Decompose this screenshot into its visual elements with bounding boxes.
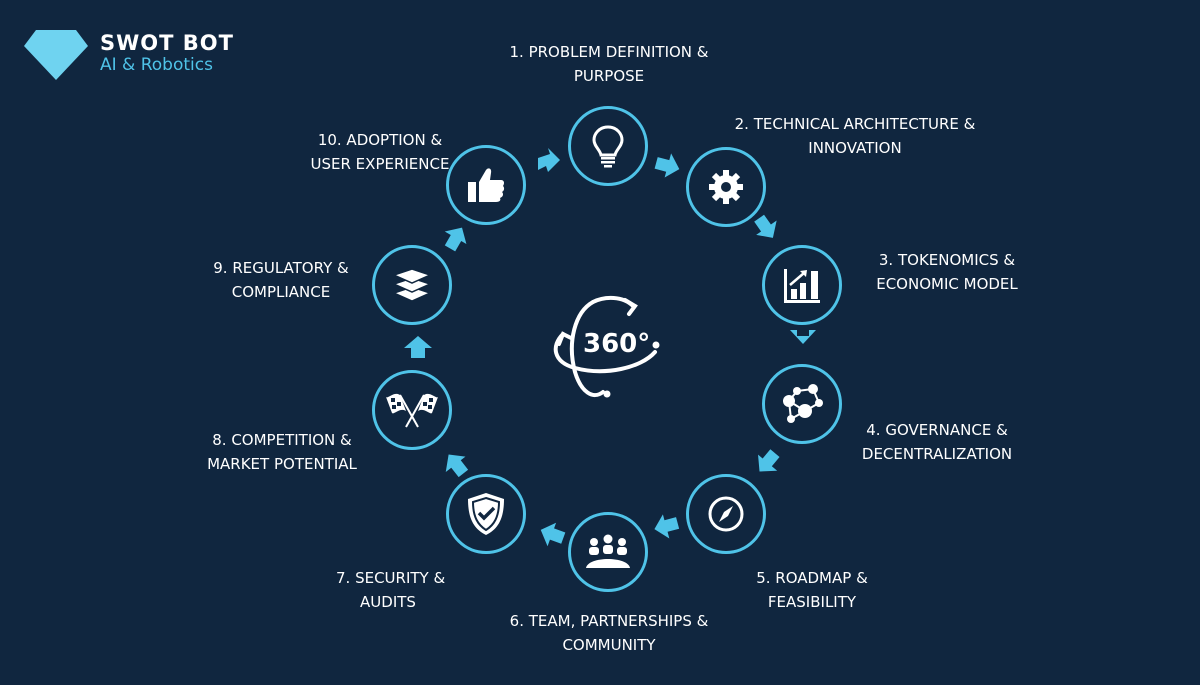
360-rotation-icon: 360° bbox=[553, 295, 660, 398]
gear-icon bbox=[709, 170, 743, 204]
center-360: 360° bbox=[545, 282, 665, 417]
diamond-icon bbox=[24, 30, 88, 80]
step-9-label: 9. REGULATORY &COMPLIANCE bbox=[213, 259, 349, 301]
arrow-icon bbox=[790, 330, 816, 344]
step-10-label: 10. ADOPTION &USER EXPERIENCE bbox=[310, 131, 450, 173]
step-3-node[interactable] bbox=[762, 245, 842, 325]
step-1-label: 1. PROBLEM DEFINITION &PURPOSE bbox=[509, 43, 709, 85]
arrow-icon bbox=[538, 148, 560, 172]
arrow-icon bbox=[654, 153, 680, 178]
team-meeting-icon bbox=[586, 534, 630, 568]
step-9-node[interactable] bbox=[372, 245, 452, 325]
compass-icon bbox=[708, 496, 744, 532]
growth-chart-icon bbox=[784, 269, 820, 303]
brand-title: SWOT BOT bbox=[100, 31, 234, 55]
arrow-icon bbox=[444, 227, 467, 252]
arrow-icon bbox=[445, 454, 469, 478]
lightbulb-icon bbox=[592, 125, 624, 168]
arrow-icon bbox=[404, 336, 432, 358]
brand-subtitle: AI & Robotics bbox=[100, 55, 213, 75]
step-7-node[interactable] bbox=[446, 474, 526, 554]
arrow-icon bbox=[540, 522, 566, 547]
center-text: 360° bbox=[583, 329, 650, 359]
arrow-icon bbox=[758, 449, 780, 472]
step-2-node[interactable] bbox=[686, 147, 766, 227]
step-6-node[interactable] bbox=[568, 512, 648, 592]
step-5-node[interactable] bbox=[686, 474, 766, 554]
step-8-label: 8. COMPETITION &MARKET POTENTIAL bbox=[207, 431, 357, 473]
network-people-icon bbox=[783, 384, 823, 423]
racing-flags-icon bbox=[386, 393, 438, 428]
books-icon bbox=[392, 268, 432, 302]
thumbs-up-icon bbox=[468, 168, 505, 202]
step-1-node[interactable] bbox=[568, 106, 648, 186]
arrow-icon bbox=[754, 214, 777, 238]
step-8-node[interactable] bbox=[372, 370, 452, 450]
step-7-label: 7. SECURITY &AUDITS bbox=[336, 569, 446, 611]
step-10-node[interactable] bbox=[446, 145, 526, 225]
arrow-icon bbox=[654, 514, 680, 539]
brand-logo: SWOT BOT AI & Robotics bbox=[24, 28, 234, 80]
step-2-label: 2. TECHNICAL ARCHITECTURE &INNOVATION bbox=[734, 115, 976, 157]
step-3-label: 3. TOKENOMICS &ECONOMIC MODEL bbox=[876, 251, 1018, 293]
shield-check-icon bbox=[468, 493, 504, 535]
step-5-label: 5. ROADMAP &FEASIBILITY bbox=[756, 569, 868, 611]
step-4-node[interactable] bbox=[762, 364, 842, 444]
step-4-label: 4. GOVERNANCE &DECENTRALIZATION bbox=[861, 421, 1013, 463]
step-6-label: 6. TEAM, PARTNERSHIPS &COMMUNITY bbox=[509, 612, 709, 654]
